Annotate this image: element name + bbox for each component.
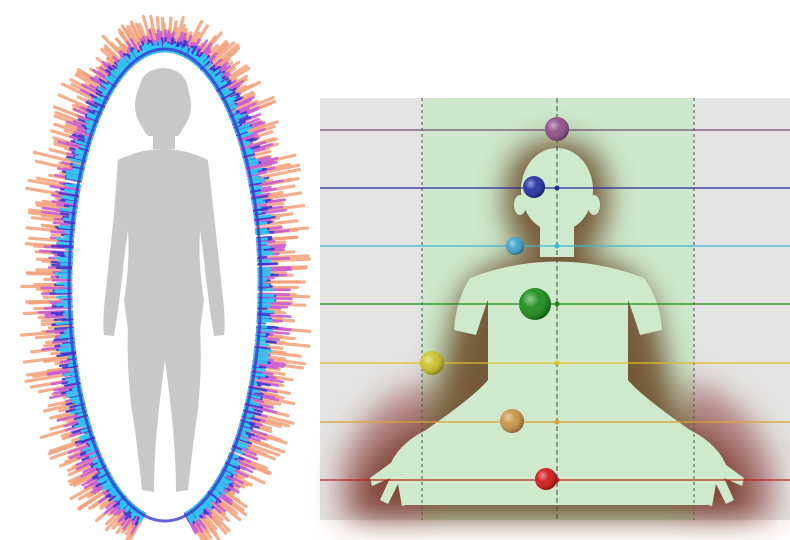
chakra-center-dot-3 (555, 361, 560, 366)
chakra-center-dot-4 (555, 302, 560, 307)
third-eye-sphere-shading (523, 176, 545, 198)
chakra-center-dot-6 (555, 186, 560, 191)
sacral-sphere-shading (500, 409, 524, 433)
solar-plexus-sphere-shading (420, 351, 444, 375)
throat-sphere-shading (506, 237, 524, 255)
chakra-center-dot-5 (555, 244, 560, 249)
chakra-diagram (320, 98, 790, 520)
heart-sphere-shading (519, 288, 551, 320)
root-sphere-shading (535, 468, 557, 490)
chakra-center-dot-2 (555, 420, 560, 425)
aura-figure (21, 16, 310, 540)
crown-sphere-shading (545, 117, 569, 141)
